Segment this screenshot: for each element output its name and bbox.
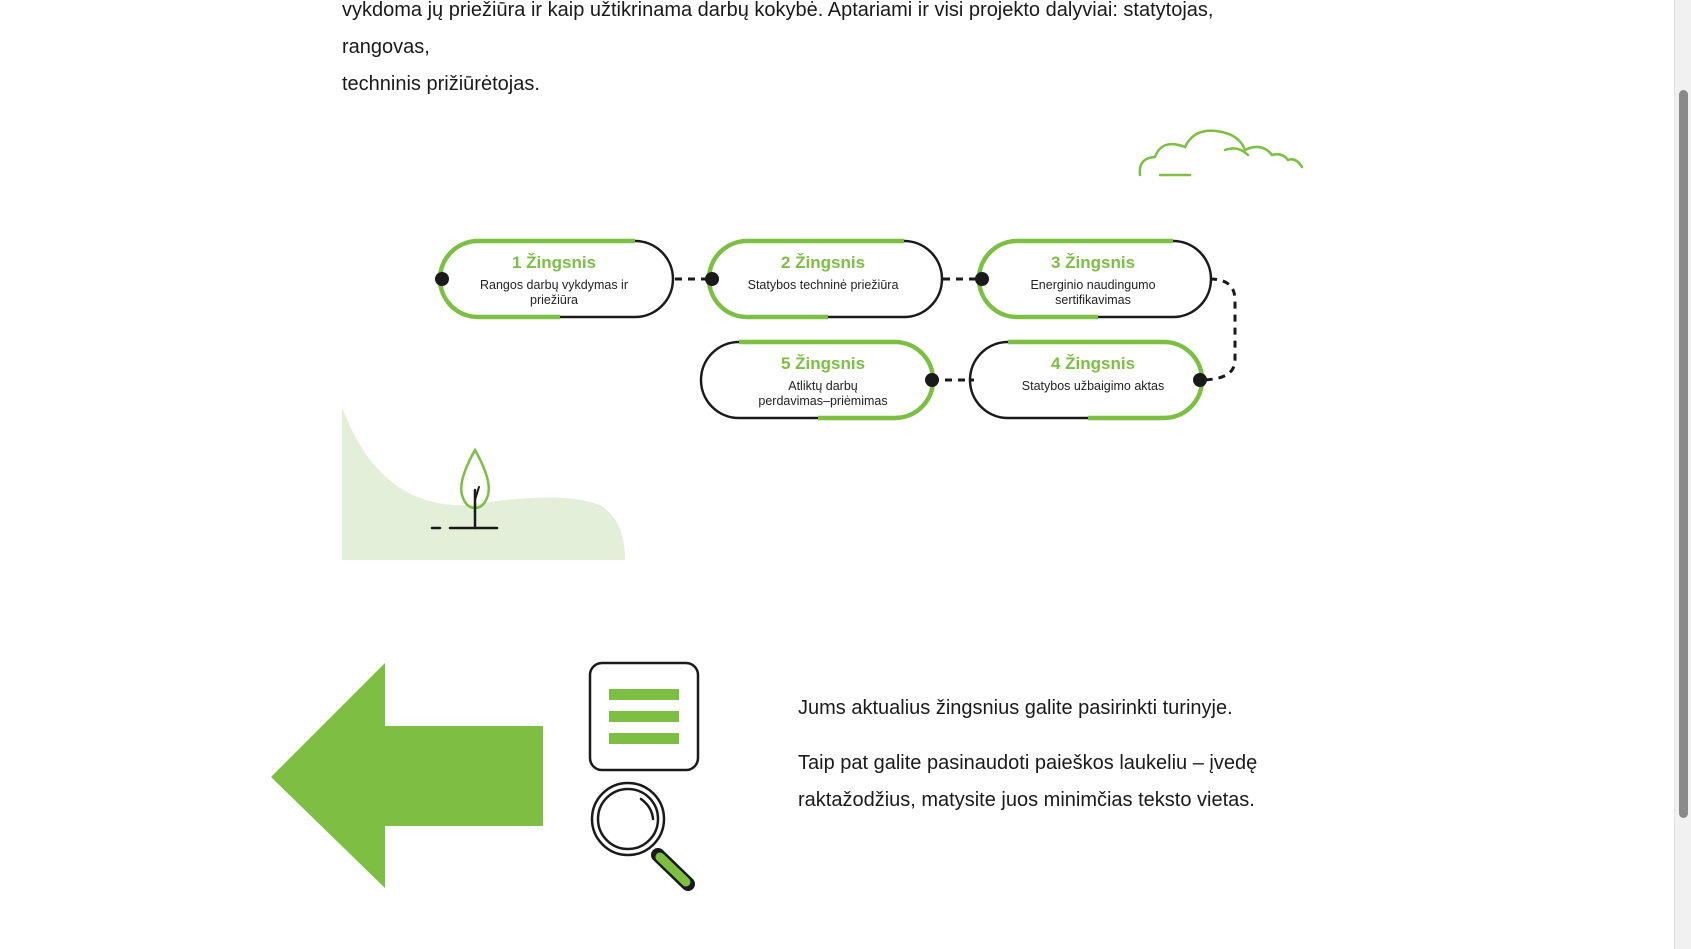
tree-icon [430,447,499,530]
magnifier-icon [590,781,695,891]
step-3-desc: Energinio naudingumo sertifikavimas [998,278,1188,308]
step-3-pill [975,238,1213,320]
scrollbar-thumb[interactable] [1679,90,1688,818]
step-1-title: 1 Žingsnis [511,253,597,272]
step-4-desc: Statybos užbaigimo aktas [998,379,1188,394]
step-5-pill [699,339,939,421]
hill-illustration [342,407,625,560]
vertical-scrollbar[interactable] [1674,0,1691,949]
step-4-title: 4 Žingsnis [1050,354,1136,373]
intro-line-2: techninis prižiūrėtojas. [342,73,540,95]
step-4-desc-line-1: Statybos užbaigimo aktas [1021,379,1165,393]
step-5-desc-line-2: perdavimas–priėmimas [758,394,888,408]
info-text: Jums aktualius žingsnius galite pasirink… [798,690,1318,837]
step-2-pill [705,238,944,320]
step-3-desc-line-2: sertifikavimas [1055,293,1131,307]
info-paragraph-2-line-1: Taip pat galite pasinaudoti paieškos lau… [798,752,1258,774]
step-3-title: 3 Žingsnis [1050,253,1136,272]
step-1-desc-line-2: priežiūra [530,293,578,307]
step-2-title: 2 Žingsnis [780,253,866,272]
cloud-icon [1138,129,1304,177]
step-4-pill [968,339,1207,421]
info-paragraph-2-line-2: raktažodžius, matysite juos minimčias te… [798,789,1255,811]
intro-text: vykdoma jų priežiūra ir kaip užtikrinama… [342,0,1302,103]
step-5-desc-line-1: Atliktų darbų [788,379,858,393]
step-1-pill [435,238,675,320]
step-1-desc-line-1: Rangos darbų vykdymas ir [480,278,628,292]
step-2-desc-line-1: Statybos techninė priežiūra [747,278,899,292]
step-1-desc: Rangos darbų vykdymas ir priežiūra [459,278,649,308]
step-5-title: 5 Žingsnis [780,354,866,373]
step-3-desc-line-1: Energinio naudingumo [1030,278,1156,292]
step-2-desc: Statybos techninė priežiūra [728,278,918,293]
left-arrow-icon [271,663,543,888]
menu-list-icon [588,661,700,772]
step-5-desc: Atliktų darbų perdavimas–priėmimas [728,379,918,409]
info-paragraph-1: Jums aktualius žingsnius galite pasirink… [798,697,1233,719]
intro-line-1: vykdoma jų priežiūra ir kaip užtikrinama… [342,0,1214,58]
info-paragraph-2: Taip pat galite pasinaudoti paieškos lau… [798,745,1318,819]
